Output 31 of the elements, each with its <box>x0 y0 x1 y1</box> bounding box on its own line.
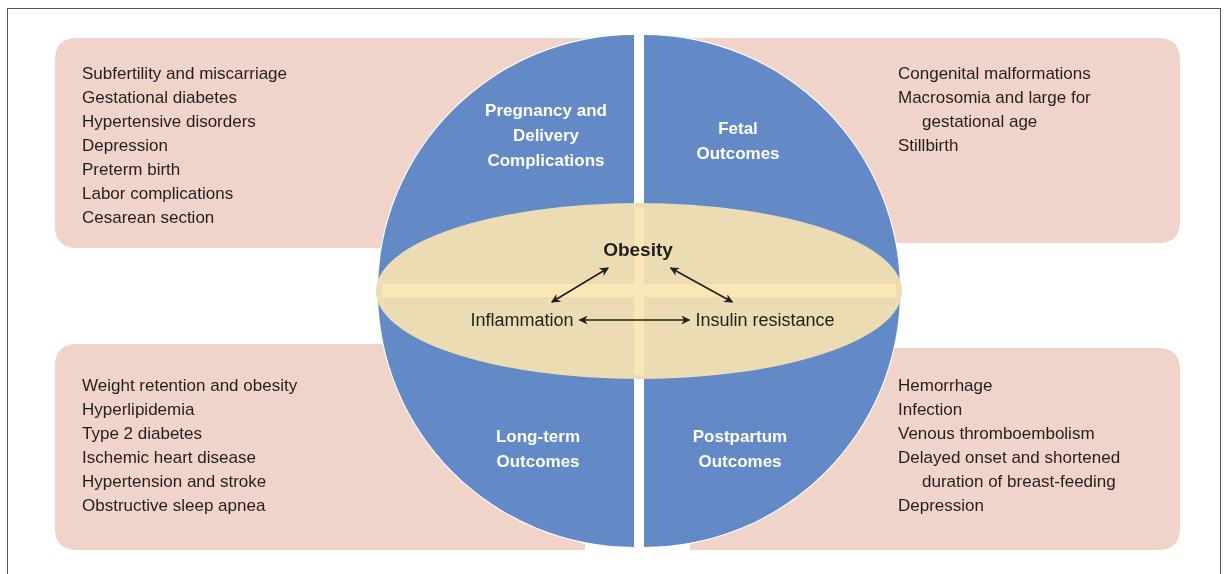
list-item: Hypertension and stroke <box>82 471 268 493</box>
double-arrow <box>551 267 609 303</box>
list-item: Depression <box>82 135 169 157</box>
double-arrow <box>578 315 691 325</box>
list-item: Macrosomia and large for gestational age <box>898 87 1092 133</box>
double-arrow <box>669 267 734 303</box>
list-item: Infection <box>898 399 964 421</box>
central-label: Obesity <box>603 238 673 262</box>
section-heading: Pregnancy and Delivery Complications <box>484 100 608 172</box>
list-item: Hyperlipidemia <box>82 399 196 421</box>
list-item: Obstructive sleep apnea <box>82 495 267 517</box>
list-item: Hypertensive disorders <box>82 111 257 133</box>
factor-label: Inflammation <box>470 309 574 332</box>
list-item: Type 2 diabetes <box>82 423 204 445</box>
list-item: Stillbirth <box>898 135 960 157</box>
list-item: Preterm birth <box>82 159 182 181</box>
list-item: Congenital malformations <box>898 63 1092 85</box>
section-heading: Long-term Outcomes <box>494 426 581 473</box>
list-item: Hemorrhage <box>898 375 994 397</box>
list-item: Labor complications <box>82 183 235 205</box>
list-item: Venous thromboembolism <box>898 423 1096 445</box>
factor-label: Insulin resistance <box>695 309 835 332</box>
section-heading: Fetal Outcomes <box>695 118 781 165</box>
section-heading: Postpartum Outcomes <box>691 426 789 473</box>
list-item: Delayed onset and shortened duration of breast-feeding <box>898 447 1122 493</box>
list-item: Gestational diabetes <box>82 87 238 109</box>
list-item: Subfertility and miscarriage <box>82 63 289 85</box>
list-item: Weight retention and obesity <box>82 375 299 397</box>
list-item: Ischemic heart disease <box>82 447 257 469</box>
list-item: Depression <box>898 495 985 517</box>
list-item: Cesarean section <box>82 207 216 229</box>
